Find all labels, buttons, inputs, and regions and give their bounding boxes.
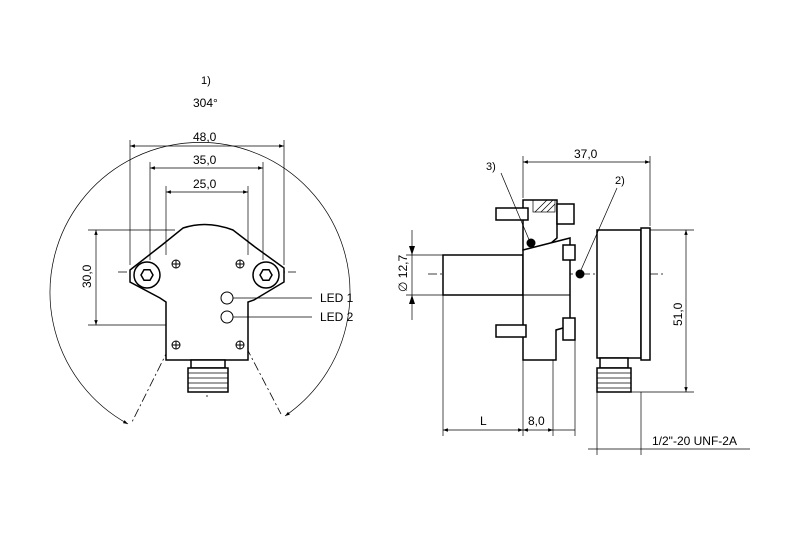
- sensor-housing-side: [596, 229, 642, 359]
- dim-diameter-label: ∅ 12,7: [396, 255, 410, 292]
- note-3-label: 3): [486, 161, 496, 173]
- ball-detent-1: [526, 238, 536, 248]
- screw-bottom-right: [235, 340, 245, 350]
- mounting-boss-left: [133, 261, 161, 289]
- led-2-label: LED 2: [320, 310, 354, 324]
- led-1-label: LED 1: [320, 291, 354, 305]
- hex-screw-left: [140, 269, 154, 281]
- hatched-section: [532, 199, 556, 213]
- sensor-shaft: [442, 254, 524, 296]
- ball-detent-2: [575, 269, 585, 279]
- front-view: [49, 140, 351, 425]
- side-connector-thread: [596, 367, 632, 393]
- side-view: [406, 156, 750, 455]
- sensor-housing-front: [129, 223, 285, 361]
- dim-8-label: 8,0: [528, 414, 545, 428]
- connector-thread: [187, 367, 229, 393]
- note-3-leader: [500, 172, 531, 243]
- rotation-arc: [49, 142, 351, 425]
- bracket-rib-bottom: [562, 317, 576, 341]
- note-1-label: 1): [201, 75, 211, 87]
- dim-37-label: 37,0: [574, 147, 598, 161]
- top-screw-head: [556, 203, 575, 225]
- screw-bottom-left: [171, 340, 181, 350]
- top-screw-shank: [495, 207, 529, 221]
- rotation-limit-line-left: [131, 271, 208, 423]
- note-2-leader: [580, 187, 618, 271]
- dim-L-label: L: [480, 414, 487, 428]
- thread-label: 1/2"-20 UNF-2A: [652, 434, 737, 448]
- dim-25-label: 25,0: [193, 177, 217, 191]
- screw-top-right: [235, 259, 245, 269]
- bracket-rib-top: [562, 244, 576, 261]
- bottom-screw-shank: [495, 324, 527, 338]
- hex-screw-right: [259, 269, 273, 281]
- side-connector-collar: [599, 357, 629, 369]
- sensor-face: [640, 227, 651, 361]
- dim-35-label: 35,0: [193, 153, 217, 167]
- dim-30-label: 30,0: [80, 264, 94, 288]
- dim-51-label: 51,0: [671, 302, 685, 326]
- dim-48-label: 48,0: [193, 130, 217, 144]
- screw-top-left: [171, 259, 181, 269]
- mounting-boss-right: [252, 261, 280, 289]
- angle-label: 304°: [193, 96, 218, 110]
- connector-collar: [190, 359, 226, 369]
- note-2-label: 2): [615, 175, 625, 187]
